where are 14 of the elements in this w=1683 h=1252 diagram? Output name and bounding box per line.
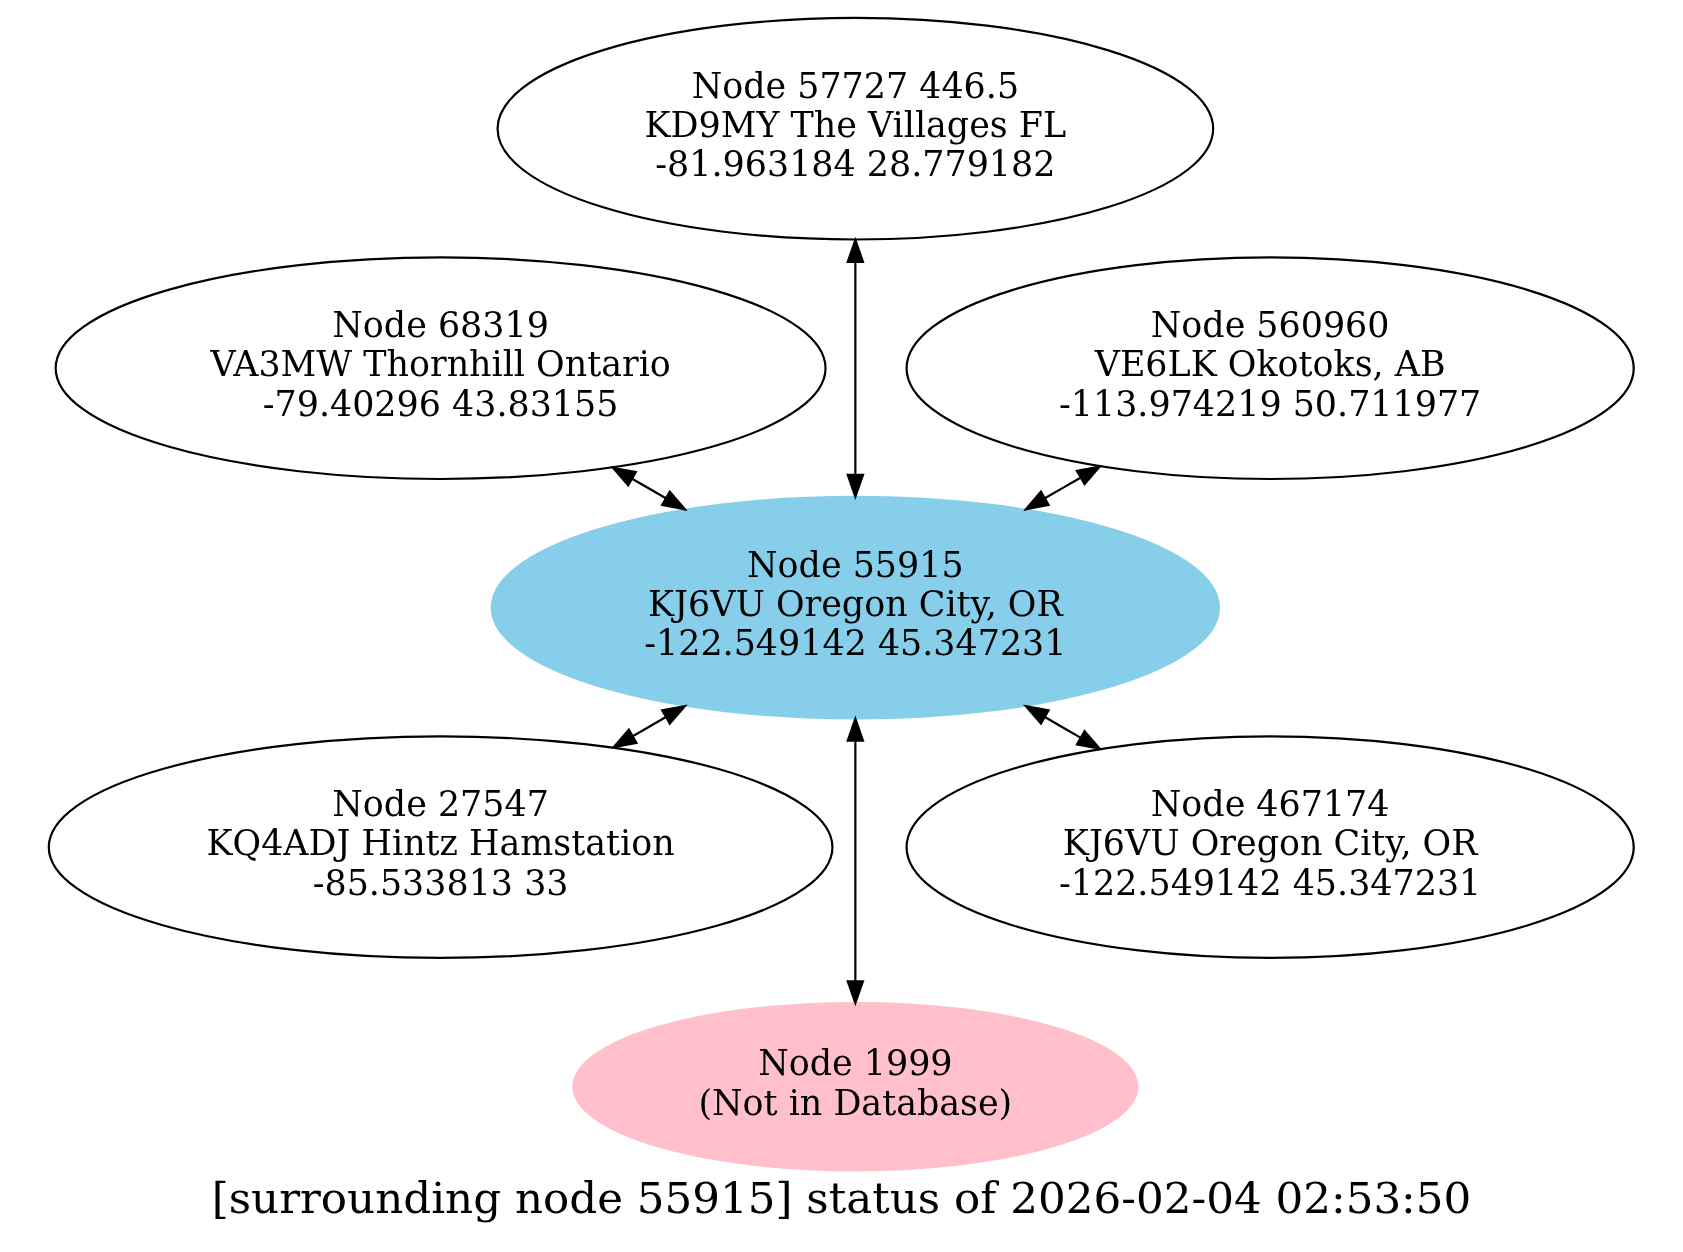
arrow [610,703,688,749]
arrow [1023,464,1103,511]
node-ellipse: Node 467174 KJ6VU Oregon City, OR -122.549142 45.347231 [905,734,1635,959]
arrow [846,236,865,500]
node-ellipse: Node 55915 KJ6VU Oregon City, OR -122.549142 45.347231 [490,495,1221,720]
caption: [surrounding node 55915] status of 2026-02-04 02:53:50 [211,1172,1472,1223]
node-ellipse: Node 560960 VE6LK Okotoks, AB -113.974219 50.711977 [905,255,1635,480]
node-ellipse: Node 27547 KQ4ADJ Hintz Hamstation -85.533813 33 [47,734,834,959]
node-ellipse: Node 1999 (Not in Database) [572,1001,1139,1171]
node-ellipse: Node 57727 446.5 KD9MY The Villages FL -81.963184 28.779182 [496,16,1215,241]
node-ellipse: Node 68319 VA3MW Thornhill Ontario -79.40296 43.83155 [54,255,827,480]
arrow [846,714,865,1006]
arrow [1023,703,1103,750]
arrow [610,465,688,511]
